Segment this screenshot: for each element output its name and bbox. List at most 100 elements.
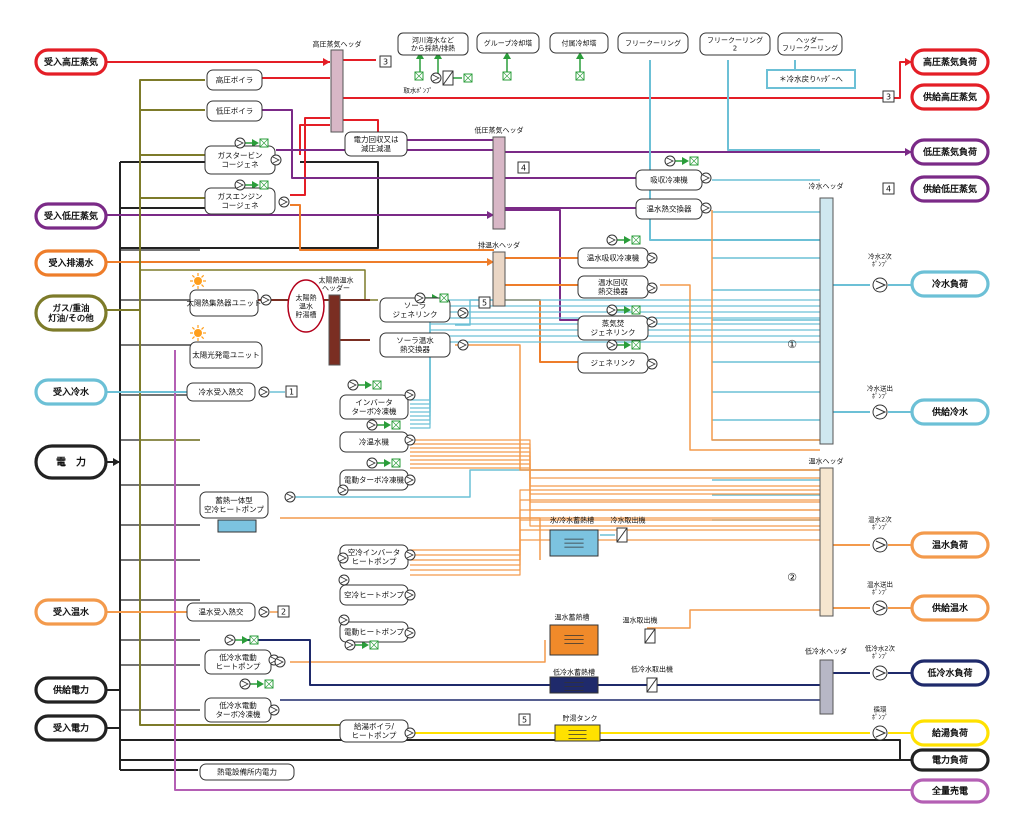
label-line: コージェネ xyxy=(221,201,258,210)
lowchill-header-label: 低冷水ヘッダ xyxy=(805,646,847,655)
label-line: 温水送出 xyxy=(867,579,893,588)
exhaust-header xyxy=(492,251,506,307)
supply-tank-label: 貯湯タンク xyxy=(563,713,598,722)
hot-feed xyxy=(410,443,820,479)
pump-glyph xyxy=(702,174,710,182)
pump-glyph xyxy=(608,306,616,314)
label-line: 灯油/その他 xyxy=(48,313,94,324)
marker-3a xyxy=(379,55,392,68)
flow-arrow xyxy=(252,181,259,189)
pipe xyxy=(727,60,820,151)
label-line: ヘッダー xyxy=(322,284,350,293)
hot-abs-box-label: 温水吸収冷凍機 xyxy=(587,253,640,263)
hot-feed-2 xyxy=(410,499,820,556)
pump-glyph xyxy=(648,318,656,326)
flow-arrow xyxy=(905,58,912,66)
pump-glyph xyxy=(875,407,887,417)
pipe xyxy=(280,517,541,560)
pipe xyxy=(140,269,378,301)
plant-power-box xyxy=(199,763,295,781)
pump-glyph xyxy=(339,554,347,562)
sun-ray xyxy=(191,336,195,340)
label-line: ソーラ xyxy=(404,301,427,310)
exchanger-glyph xyxy=(442,70,454,86)
flow-arrow xyxy=(323,58,330,66)
hot-header-label: 温水ヘッダ xyxy=(809,456,844,465)
pump-glyph xyxy=(262,296,270,304)
label-line: 電力回収又は xyxy=(354,134,399,144)
pipe xyxy=(455,344,820,471)
pump-glyph xyxy=(241,680,249,688)
label-line: ターボ冷凍機 xyxy=(352,406,397,416)
low-out-label: 低冷水取出機 xyxy=(631,664,673,673)
flow-arrow xyxy=(487,258,494,266)
output-chilled-load-label: 冷水負荷 xyxy=(932,278,968,290)
pump-glyph xyxy=(406,591,414,599)
tower-glyph xyxy=(575,71,585,81)
lp-boiler-box xyxy=(206,100,263,122)
output-lowchill-load xyxy=(910,659,990,687)
label-line: 温水 xyxy=(299,301,313,310)
flow-arrow xyxy=(362,641,369,649)
hot-out-label: 温水取出機 xyxy=(623,615,658,624)
output-chilled-load xyxy=(910,270,990,298)
solar-collector-box xyxy=(189,289,259,317)
input-lp-steam-label: 受入低圧蒸気 xyxy=(44,210,98,222)
pump-glyph xyxy=(260,388,268,396)
output-hot-supply xyxy=(910,594,990,622)
output-hp-load xyxy=(910,48,990,76)
pipe xyxy=(290,640,546,663)
flow-arrow xyxy=(503,52,511,59)
label-line: 低冷水電動 xyxy=(219,652,257,662)
chilled-send-pump-label: 冷水送出ﾎﾟﾝﾌﾟ xyxy=(867,383,893,400)
pump-glyph xyxy=(340,616,348,624)
output-chilled-supply-label: 供給冷水 xyxy=(931,406,969,418)
output-lp-load-label: 低圧蒸気負荷 xyxy=(922,146,977,158)
tower-glyph xyxy=(631,340,641,350)
output-power-load-label: 電力負荷 xyxy=(932,754,968,766)
label-line: ヒートポンプ xyxy=(216,662,261,671)
flow-arrow xyxy=(682,157,689,165)
marker-number: 3 xyxy=(886,92,891,101)
label-line: 蓄熱一体型 xyxy=(215,495,253,505)
tower-glyph xyxy=(689,156,699,166)
pump-glyph xyxy=(648,284,656,292)
pump-glyph xyxy=(406,551,414,559)
pipe xyxy=(505,209,578,321)
pump-glyph xyxy=(406,629,414,637)
label-line: ソーラ温水 xyxy=(396,335,434,345)
solar-genelink-box-label: ソーラジェネリンク xyxy=(393,301,438,319)
label-line: ターボ冷凍機 xyxy=(216,709,261,719)
exchanger-glyph xyxy=(644,628,656,644)
solar-tank-label: 太陽熱温水貯湯槽 xyxy=(296,293,317,319)
label-line: ガス/重油 xyxy=(52,303,89,314)
flow-arrow xyxy=(113,458,120,466)
output-full-sale xyxy=(910,778,990,804)
exchanger-glyph xyxy=(646,677,658,693)
pump-glyph xyxy=(666,157,674,165)
aircool-hp-box-label: 空冷ヒートポンプ xyxy=(344,590,404,600)
lowchill-header xyxy=(819,659,834,715)
tower-glyph xyxy=(372,380,382,390)
label-line: 低冷水電動 xyxy=(219,700,257,710)
marker-number: 1 xyxy=(289,387,294,396)
tower-glyph xyxy=(264,679,274,689)
pump-glyph xyxy=(875,603,887,613)
input-supply-power-label: 供給電力 xyxy=(52,684,89,696)
input-fuel xyxy=(34,294,108,332)
lowcold-turbo-box-label: 低冷水電動ターボ冷凍機 xyxy=(216,700,261,719)
pump-glyph xyxy=(346,641,354,649)
pv-box-label: 太陽光発電ユニット xyxy=(192,350,260,360)
lp-boiler-box-label: 低圧ボイラ xyxy=(216,106,254,116)
output-power-load xyxy=(910,748,990,772)
supply-boiler-box-label: 給湯ボイラ/ヒートポンプ xyxy=(352,721,397,740)
tower-glyph xyxy=(259,180,269,190)
gas-engine-box-label: ガスエンジンコージェネ xyxy=(218,191,263,210)
label-line: ﾎﾟﾝﾌﾟ xyxy=(872,392,888,400)
label-line: 2 xyxy=(733,45,737,53)
return-header-box xyxy=(766,69,856,89)
marker-5a xyxy=(478,296,491,309)
label-line: 熱交換器 xyxy=(598,286,628,296)
sun-ray xyxy=(191,284,195,288)
